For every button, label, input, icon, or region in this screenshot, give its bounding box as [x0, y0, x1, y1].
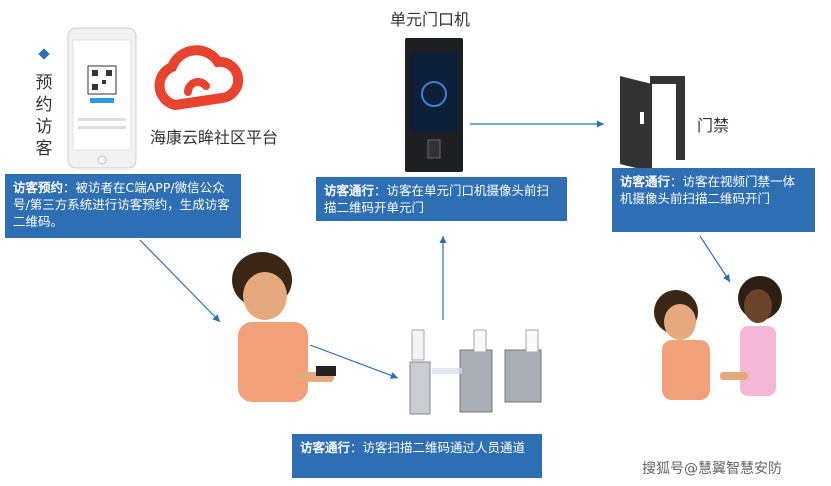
door-station-box-head: 访客通行 [324, 183, 375, 198]
door-icon [620, 76, 685, 172]
access-box-head: 访客通行 [620, 174, 671, 189]
visitors-at-door-illustration [654, 276, 782, 400]
label-char: 约 [35, 95, 53, 115]
reserve-box: 访客预约：被访者在C端APP/微信公众号/第三方系统进行访客预约，生成访客二维码… [5, 174, 241, 238]
visitor-reserve-label: 预 约 访 客 [34, 72, 54, 160]
arrow-reserve-to-visitor [139, 239, 221, 323]
door-station-box-body: ：访客在单元门口机摄像头前扫描二维码开单元门 [324, 183, 550, 215]
watermark: 搜狐号@慧翼智慧安防 [642, 461, 782, 477]
platform-name: 海康云眸社区平台 [150, 128, 279, 147]
diamond-icon [38, 48, 50, 60]
gate-box-body: ：访客扫描二维码通过人员通道 [350, 440, 526, 455]
gate-box-head: 访客通行 [300, 440, 351, 455]
label-char: 访 [35, 117, 53, 137]
label-char: 客 [35, 139, 53, 159]
cloud-logo-icon [154, 45, 244, 111]
gate-box: 访客通行：访客扫描二维码通过人员通道 [292, 434, 542, 478]
door-station-box: 访客通行：访客在单元门口机摄像头前扫描二维码开单元门 [316, 177, 567, 221]
door-station-title: 单元门口机 [390, 10, 471, 29]
door-station-illustration [405, 38, 463, 172]
visitor-person-illustration [232, 252, 336, 402]
reserve-box-body: ：被访者在C端APP/微信公众号/第三方系统进行访客预约，生成访客二维码。 [13, 180, 230, 229]
access-box-body: ：访客在视频门禁一体机摄像头前扫描二维码开门 [620, 174, 796, 206]
turnstile-illustration [409, 329, 542, 415]
phone-illustration [67, 27, 137, 169]
reserve-box-head: 访客预约 [13, 180, 64, 195]
access-box: 访客通行：访客在视频门禁一体机摄像头前扫描二维码开门 [612, 168, 815, 232]
access-title: 门禁 [697, 116, 730, 135]
label-char: 预 [35, 73, 53, 93]
arrow-access-to-visitors [699, 235, 731, 283]
arrow-visitor-to-gate [309, 344, 399, 379]
